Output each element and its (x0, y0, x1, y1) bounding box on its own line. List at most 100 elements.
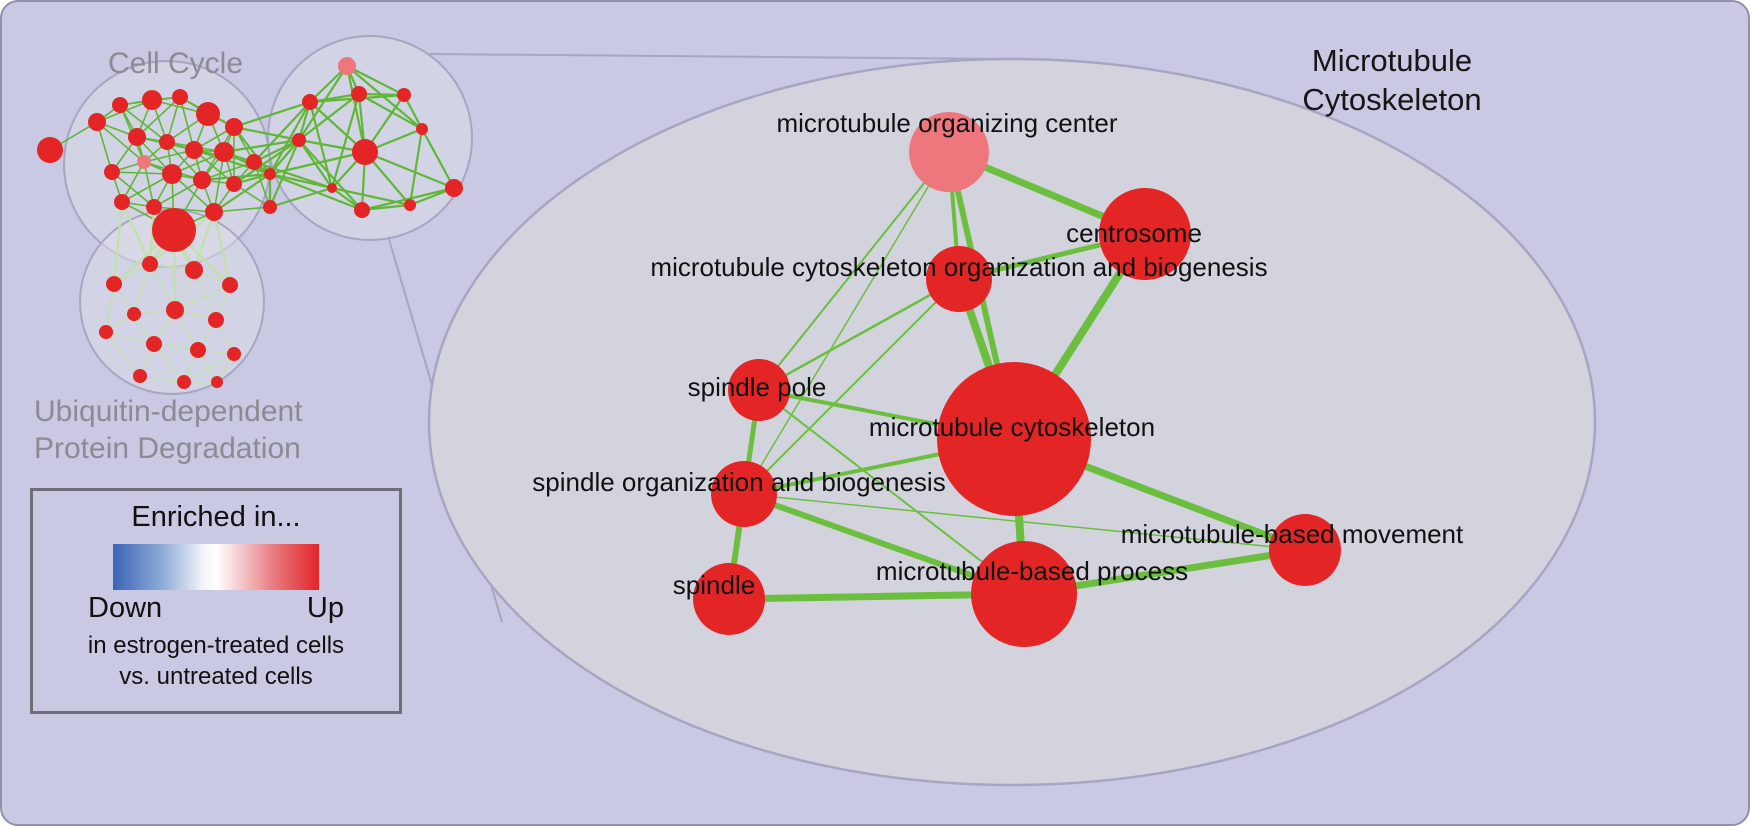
overview-node[interactable] (104, 164, 120, 180)
overview-node[interactable] (88, 113, 106, 131)
overview-node[interactable] (193, 171, 211, 189)
overview-node[interactable] (214, 142, 234, 162)
legend-endpoint-labels: Down Up (88, 592, 344, 625)
overview-bridge-edge (148, 206, 156, 265)
node-label-spindle-pole: spindle pole (688, 372, 827, 402)
overview-node[interactable] (351, 86, 367, 102)
overview-node[interactable] (106, 276, 122, 292)
overview-node[interactable] (416, 123, 428, 135)
overview-bridge-edge (253, 139, 300, 163)
overview-bridge-edge (112, 201, 124, 285)
node-mtoc[interactable] (909, 112, 989, 192)
legend-gradient-bar (113, 544, 319, 590)
overview-node[interactable] (146, 199, 162, 215)
overview-node[interactable] (114, 194, 130, 210)
overview-node[interactable] (211, 376, 223, 388)
node-spindle[interactable] (693, 563, 765, 635)
node-centrosome[interactable] (1099, 188, 1191, 280)
overview-node[interactable] (225, 118, 243, 136)
overview-node[interactable] (185, 261, 203, 279)
overview-node[interactable] (302, 94, 318, 110)
overview-edge (421, 128, 455, 189)
edge-mcob--sob (743, 278, 960, 495)
overview-node[interactable] (152, 208, 196, 252)
overview-node[interactable] (112, 97, 128, 113)
overview-node[interactable] (172, 89, 188, 105)
overview-node[interactable] (263, 200, 277, 214)
overview-node[interactable] (227, 347, 241, 361)
overview-edge (269, 150, 366, 176)
overview-edge (361, 186, 455, 212)
overview-edge (364, 150, 455, 190)
overview-bridge-edge (268, 139, 301, 208)
overview-bridge-edge (120, 201, 152, 265)
node-mcob[interactable] (926, 246, 992, 312)
overview-node[interactable] (292, 133, 306, 147)
overview-node[interactable] (445, 179, 463, 197)
overview-node[interactable] (404, 199, 416, 211)
overview-node[interactable] (185, 141, 203, 159)
overview-node[interactable] (264, 168, 276, 180)
node-label-mc: microtubule cytoskeleton (869, 412, 1155, 442)
overview-node[interactable] (246, 154, 262, 170)
overview-edge (408, 128, 424, 206)
overview-edge (105, 331, 141, 377)
overview-node[interactable] (338, 57, 356, 75)
node-mbm[interactable] (1269, 514, 1341, 586)
ubiquitin-label-line2: Protein Degradation (34, 431, 301, 465)
overview-edge (105, 331, 155, 345)
overview-node[interactable] (159, 134, 175, 150)
overview-node[interactable] (142, 256, 158, 272)
zoom-cluster-title: Microtubule Cytoskeleton (1242, 42, 1542, 120)
overview-edge (213, 206, 271, 213)
overview-node[interactable] (127, 307, 141, 321)
overview-edge (183, 353, 235, 383)
overview-node[interactable] (397, 88, 411, 102)
overview-node[interactable] (190, 342, 206, 358)
node-mc[interactable] (937, 362, 1091, 516)
overview-node[interactable] (354, 202, 370, 218)
overview-bridge-edge (212, 211, 232, 286)
zoom-title-line2: Cytoskeleton (1302, 81, 1482, 117)
overview-node[interactable] (196, 102, 220, 126)
overview-edge (201, 161, 255, 181)
overview-node[interactable] (37, 137, 63, 163)
legend-subtitle-line2: vs. untreated cells (119, 663, 313, 691)
overview-node[interactable] (205, 203, 223, 221)
cluster-label-cell-cycle: Cell Cycle (108, 47, 244, 80)
overview-edge (174, 284, 231, 311)
overview-node[interactable] (137, 155, 151, 169)
node-sob[interactable] (711, 461, 777, 527)
legend-down-label: Down (88, 592, 163, 624)
overview-edge (331, 186, 411, 207)
overview-edge (269, 172, 363, 212)
node-label-mbp: microtubule-based process (876, 556, 1188, 586)
overview-node[interactable] (166, 301, 184, 319)
overview-node[interactable] (99, 325, 113, 339)
overview-edge (119, 104, 168, 143)
edge-mcob--spindle-pole (757, 277, 961, 392)
overview-node[interactable] (162, 164, 182, 184)
overview-node[interactable] (226, 176, 242, 192)
overview-edge (298, 139, 363, 211)
overview-node[interactable] (222, 277, 238, 293)
overview-node[interactable] (177, 375, 191, 389)
overview-bridge-edge (253, 160, 333, 190)
overview-node[interactable] (142, 90, 162, 110)
overview-bridge-edge (233, 125, 300, 142)
overview-node[interactable] (352, 139, 378, 165)
node-label-mcob: microtubule cytoskeleton organization an… (650, 252, 1267, 282)
overview-edge (139, 375, 185, 383)
overview-node[interactable] (133, 369, 147, 383)
overview-node[interactable] (128, 128, 146, 146)
node-spindle-pole[interactable] (728, 359, 790, 421)
overview-node[interactable] (327, 183, 337, 193)
overview-edge (153, 179, 203, 208)
overview-edge (346, 65, 405, 96)
legend-up-label: Up (306, 592, 344, 624)
overview-edge (298, 65, 348, 141)
overview-node[interactable] (146, 336, 162, 352)
overview-node[interactable] (208, 312, 224, 328)
overview-edge (105, 283, 115, 333)
node-mbp[interactable] (971, 541, 1077, 647)
